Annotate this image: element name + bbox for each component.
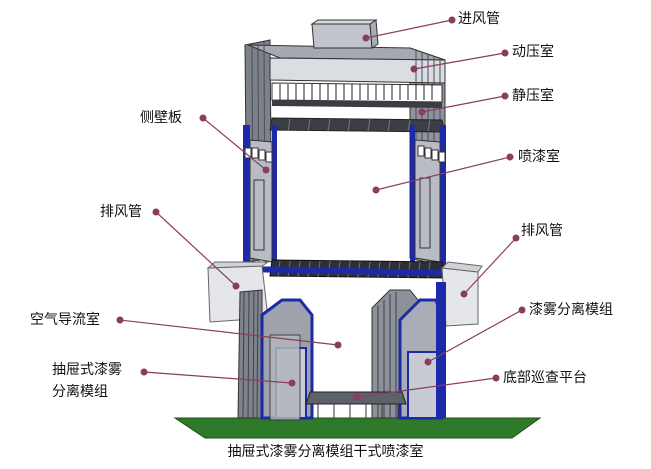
label-dynamic-pressure-chamber: 动压室 <box>512 44 554 60</box>
ground-plate <box>173 417 542 439</box>
label-spray-booth: 喷漆室 <box>518 149 560 165</box>
label-inlet-pipe: 进风管 <box>458 11 500 27</box>
inlet-pipe-box <box>310 19 379 49</box>
leader-dots <box>116 16 526 401</box>
label-drawer-module-line1: 抽屉式漆雾 <box>52 362 122 378</box>
label-exhaust-pipe-right: 排风管 <box>521 223 563 239</box>
spray-booth-frame <box>243 125 447 279</box>
label-mist-separation-module: 漆雾分离模组 <box>529 302 613 318</box>
label-inspection-platform: 底部巡查平台 <box>503 370 587 386</box>
label-side-wall-panel: 侧壁板 <box>140 110 182 126</box>
label-exhaust-pipe-left: 排风管 <box>100 204 142 220</box>
lower-section <box>237 282 446 421</box>
label-static-pressure-chamber: 静压室 <box>512 88 554 104</box>
leader-lines <box>119 19 523 398</box>
diagram-caption: 抽屉式漆雾分离模组干式喷漆室 <box>227 444 424 460</box>
label-air-guide-chamber: 空气导流室 <box>30 312 100 328</box>
label-drawer-module-line2: 分离模组 <box>52 384 108 400</box>
